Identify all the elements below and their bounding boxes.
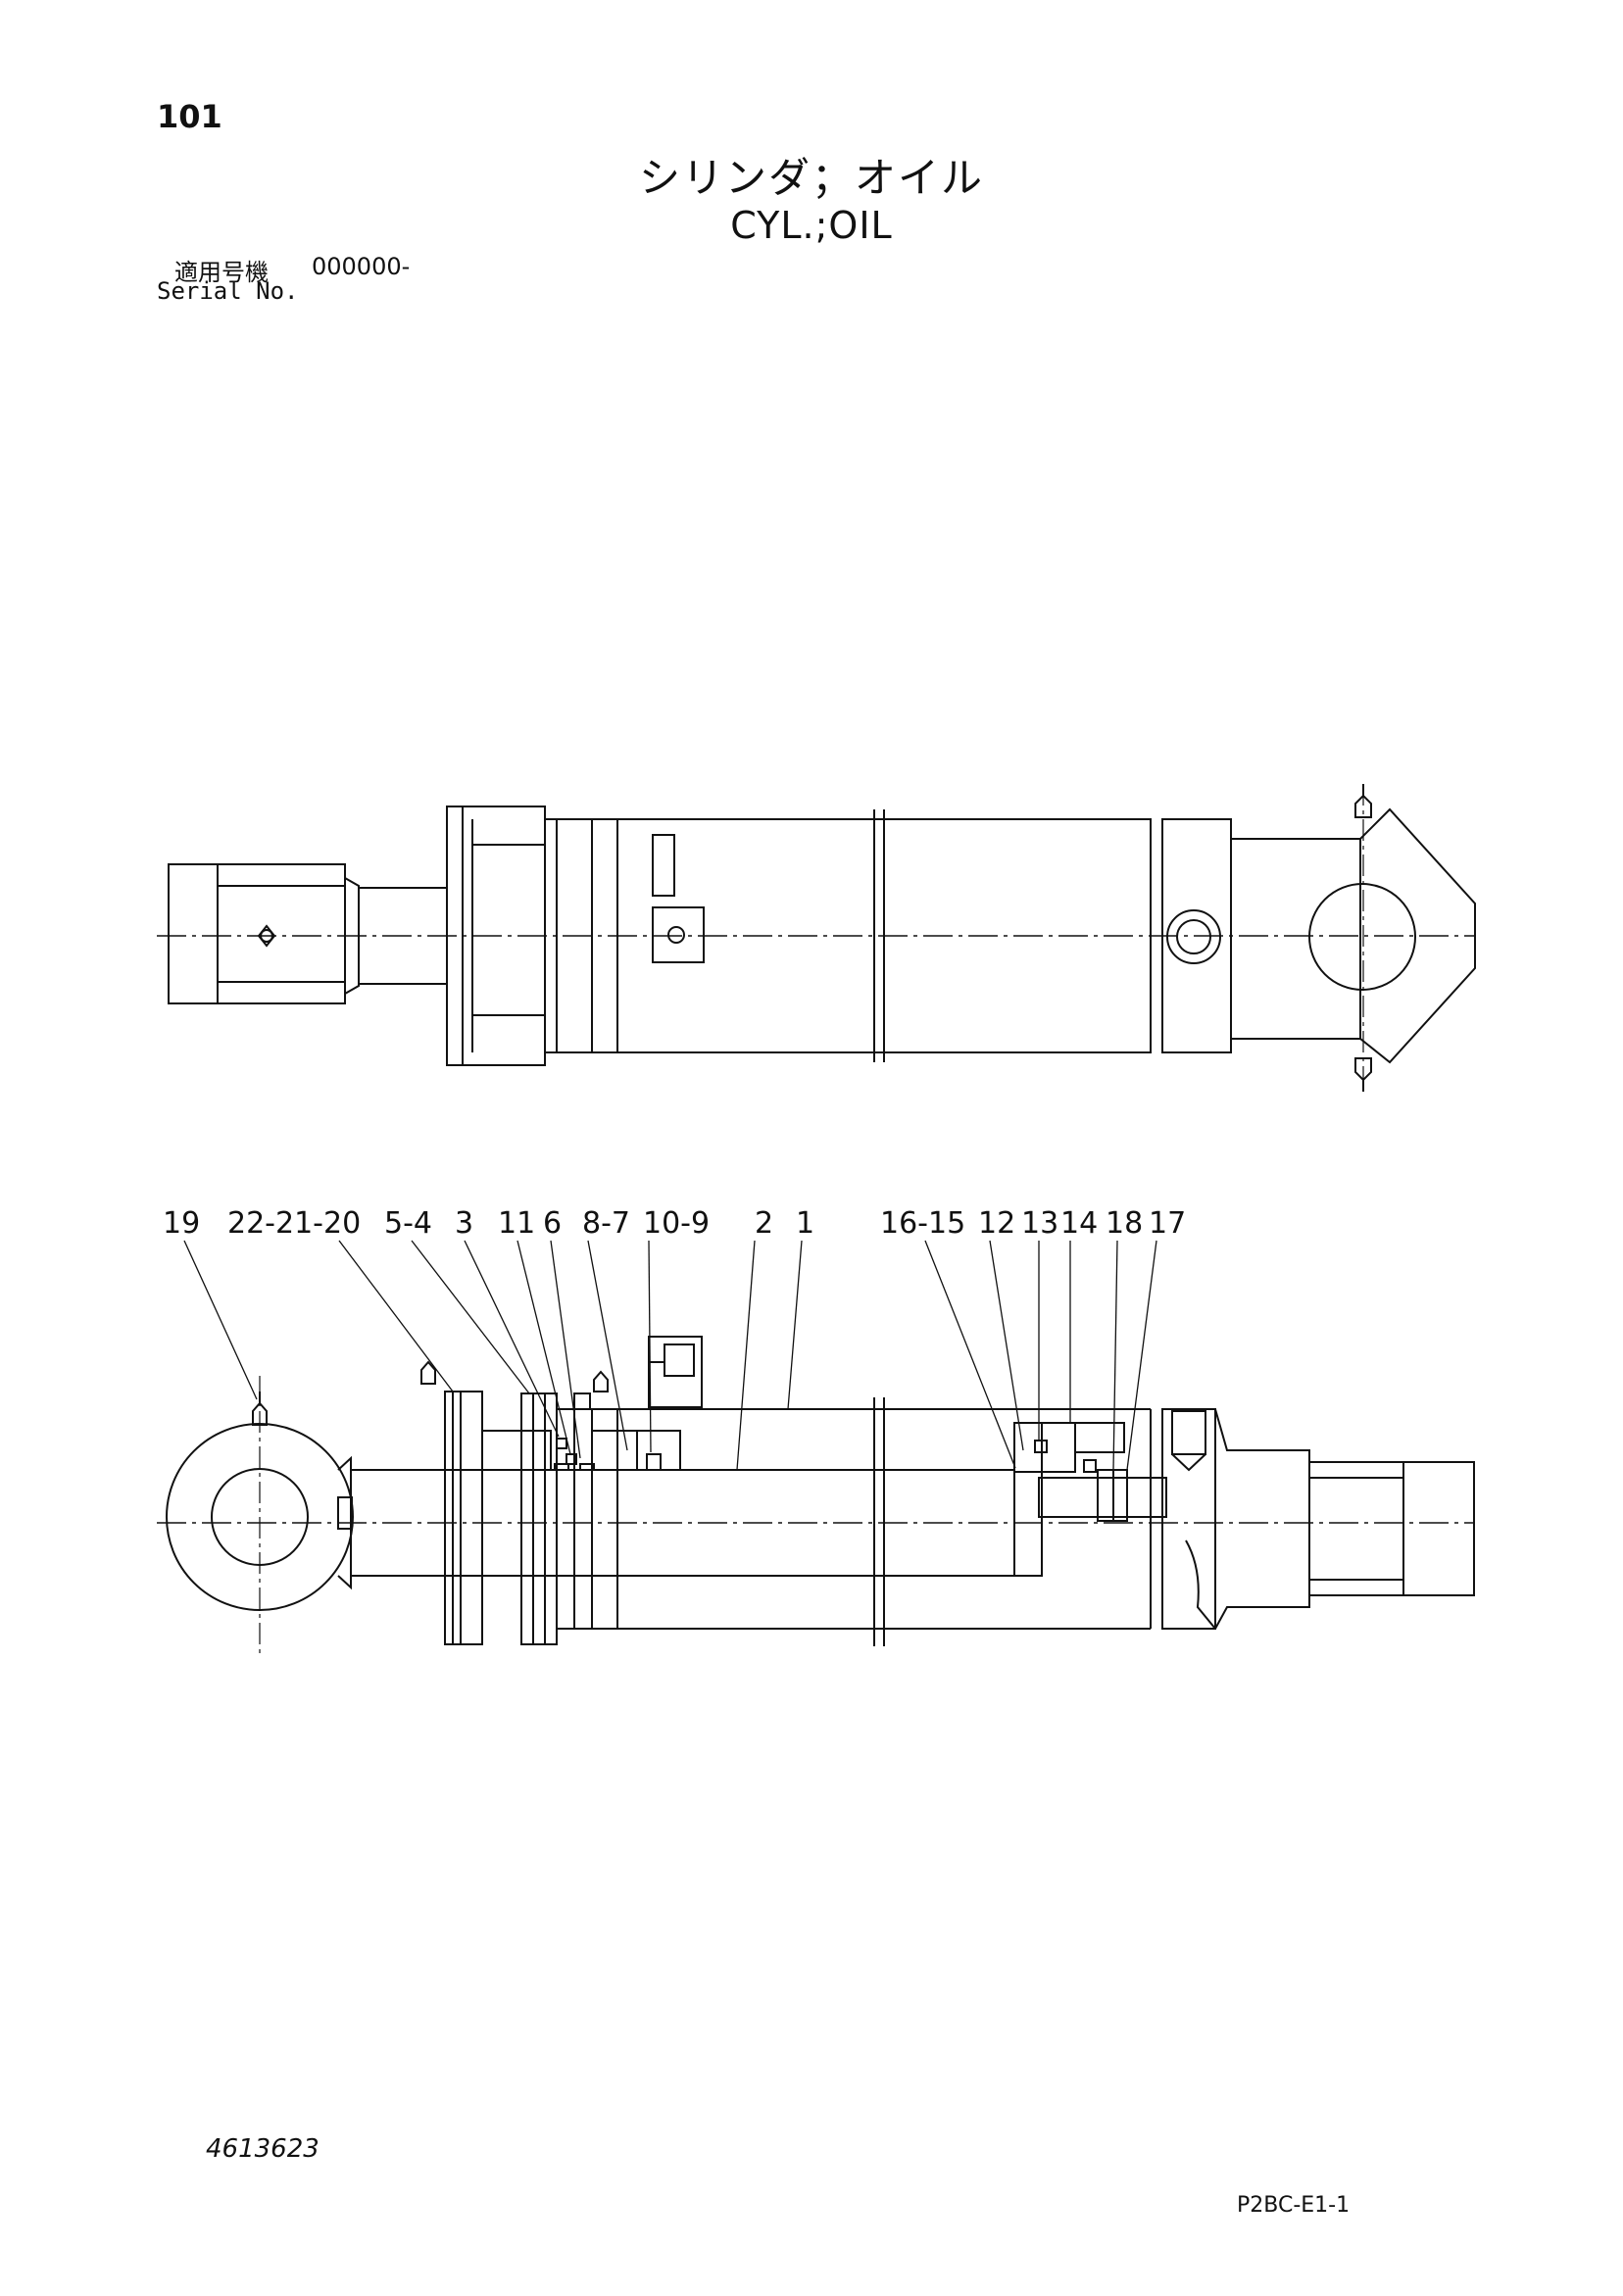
callout-label: 3 [455, 1206, 473, 1241]
port-boss [648, 1336, 703, 1408]
title-japanese: シリンダ；オイル [638, 154, 984, 202]
callout-label: 14 [1060, 1206, 1098, 1241]
section-view [157, 1336, 1475, 1658]
callout-label: 2 [755, 1206, 773, 1241]
nameplate [652, 834, 675, 897]
check-plug [1171, 1410, 1206, 1455]
callout-label: 11 [498, 1206, 535, 1241]
callout-label: 12 [978, 1206, 1015, 1241]
callout-labels: 19 22-21-20 5-4 3 11 6 8-7 10-9 2 1 16-1… [163, 1206, 1186, 1241]
piston [1013, 1422, 1043, 1577]
callout-label: 13 [1021, 1206, 1058, 1241]
exterior-view [157, 784, 1476, 1092]
page-number: 101 [157, 98, 222, 135]
part-number: 4613623 [206, 2134, 320, 2164]
gland-head [446, 806, 546, 1066]
port-block [652, 906, 705, 963]
clevis-pin-bore [1308, 883, 1416, 991]
title-english: CYL.;OIL [730, 204, 893, 247]
callout-label: 10-9 [643, 1206, 710, 1241]
callout-label: 16-15 [880, 1206, 965, 1241]
callout-label: 22-21-20 [227, 1206, 361, 1241]
gland-section [444, 1391, 483, 1645]
serial-label-japanese: 適用号機 [174, 259, 269, 286]
serial-label-english: Serial No. [157, 277, 299, 305]
serial-range: 000000- [312, 253, 411, 280]
rod-eye-left-block [168, 863, 219, 1004]
callout-label: 17 [1149, 1206, 1186, 1241]
callout-label: 19 [163, 1206, 200, 1241]
callout-label: 18 [1106, 1206, 1143, 1241]
callout-label: 6 [543, 1206, 562, 1241]
bottom-clevis [1230, 807, 1476, 1064]
rod-eye-block [217, 863, 346, 1004]
page-code: P2BC-E1-1 [1237, 2193, 1351, 2218]
callout-label: 1 [796, 1206, 814, 1241]
bottom-pin-boss [1308, 1461, 1404, 1596]
callout-label: 8-7 [582, 1206, 630, 1241]
bottom-end [1214, 1408, 1310, 1630]
callout-label: 5-4 [384, 1206, 432, 1241]
leader-lines [183, 1240, 1157, 1471]
